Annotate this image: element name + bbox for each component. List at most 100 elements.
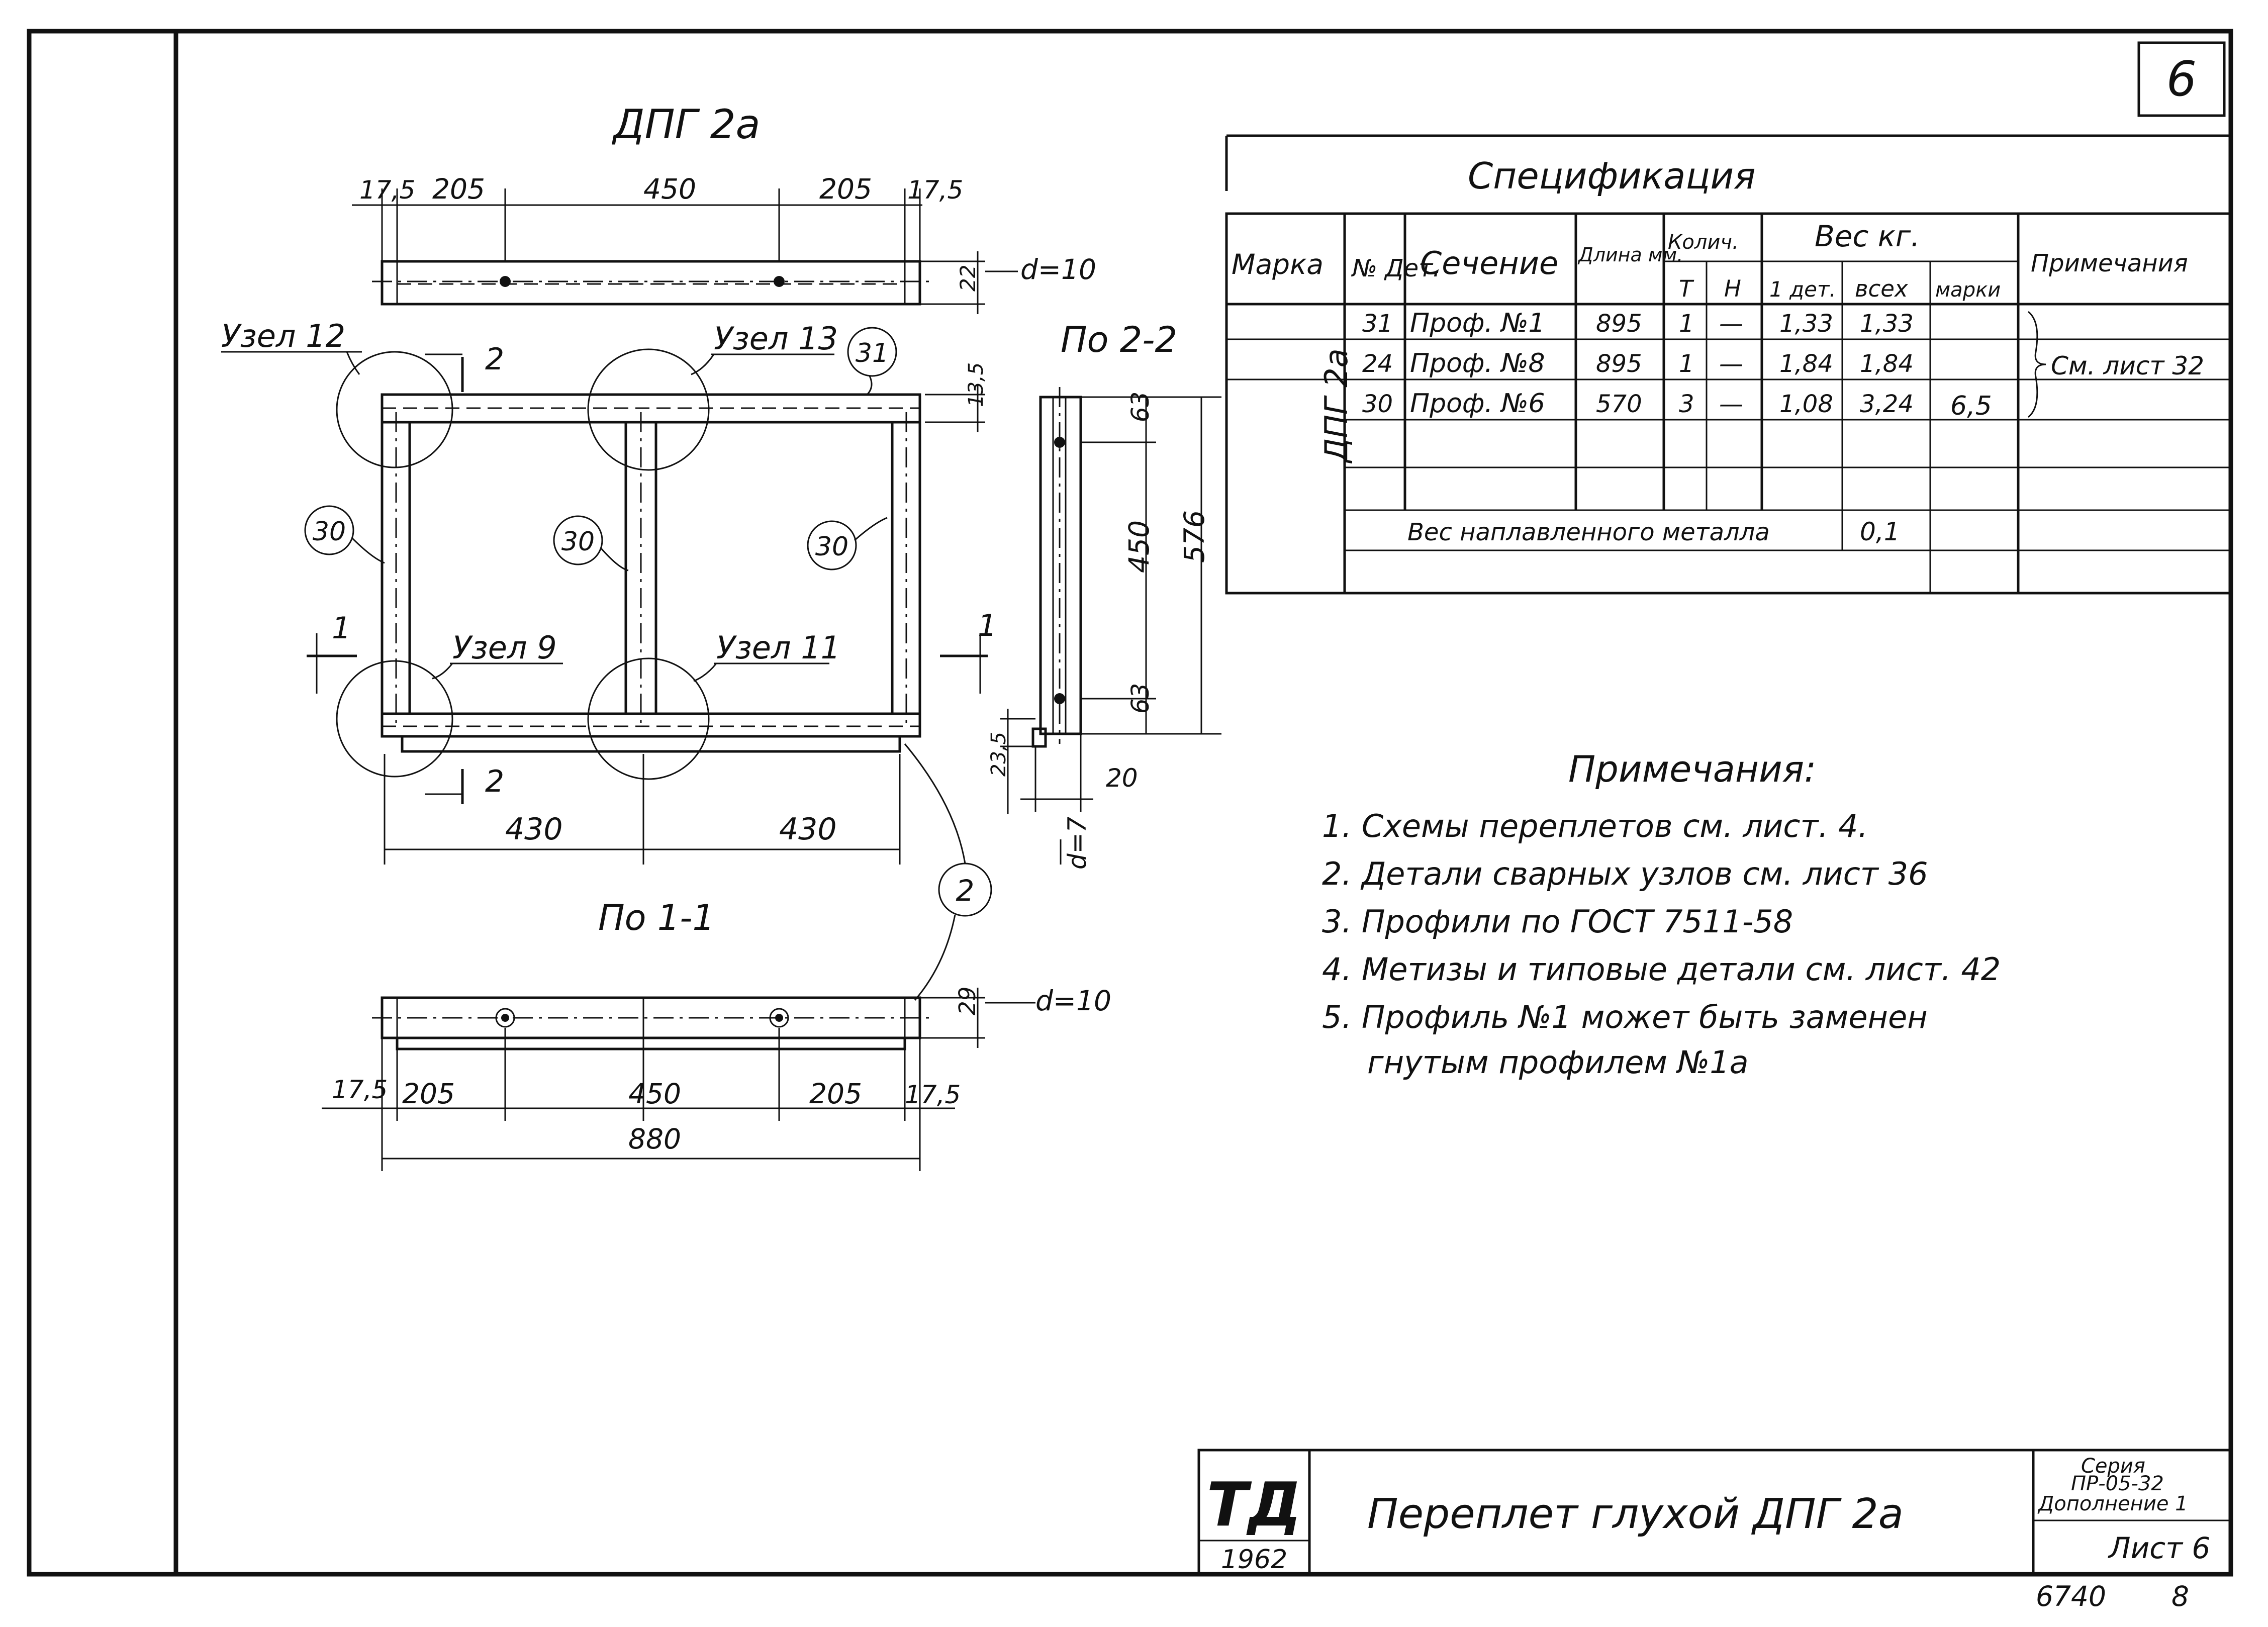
note-5: 5. Профиль №1 может быть заменен <box>1322 999 1928 1035</box>
under-block-number: 6740 <box>2036 1580 2106 1612</box>
dim-430-left: 430 <box>505 812 563 847</box>
drawing-title: Переплет глухой ДПГ 2а <box>1367 1490 1904 1538</box>
part-marker-30-mid <box>553 515 603 565</box>
note-4: 4. Метизы и типовые детали см. лист. 42 <box>1322 951 2001 988</box>
dim-bottom-1: 17,5 <box>332 1075 388 1104</box>
spec-weld-value: 0,1 <box>1860 517 1900 546</box>
spec-h-wmark: марки <box>1935 278 2001 302</box>
dim-top-3: 450 <box>643 173 696 205</box>
section-2-2-profile <box>1039 396 1082 735</box>
note-5-cont: гнутым профилем №1а <box>1367 1044 1749 1081</box>
d10-label-bottom: d=10 <box>1035 985 1111 1017</box>
dim-top-5: 17,5 <box>907 175 963 205</box>
bottom-drip-profile <box>401 735 901 753</box>
dim-top-1: 17,5 <box>359 175 415 205</box>
cut-1-left: 1 <box>332 611 351 646</box>
dim-top-2: 205 <box>432 173 485 205</box>
spec-r3-det: 30 <box>1362 390 1393 418</box>
section-1-1-title: По 1-1 <box>598 897 715 938</box>
dim-63-top: 63 <box>1126 392 1155 422</box>
spec-r1-wall: 1,33 <box>1860 310 1914 338</box>
spec-r1-w1: 1,33 <box>1779 310 1833 338</box>
spec-r1-det: 31 <box>1362 310 1393 338</box>
dim-63-bottom: 63 <box>1126 683 1155 714</box>
dim-bottom-2: 205 <box>402 1078 455 1110</box>
part-30-mid-text: 30 <box>561 527 595 557</box>
spec-r1-n: — <box>1719 310 1743 338</box>
spec-r3-t: 3 <box>1679 390 1694 418</box>
spec-r2-t: 1 <box>1679 350 1694 378</box>
note-3: 3. Профили по ГОСТ 7511-58 <box>1322 903 1793 940</box>
title-block <box>1197 1449 2232 1576</box>
node-label-11: Узел 11 <box>716 629 840 666</box>
spec-r2-wall: 1,84 <box>1860 350 1914 378</box>
spec-h-wall: всех <box>1855 275 1908 302</box>
node-label-9: Узел 9 <box>452 629 557 666</box>
spec-r1-t: 1 <box>1679 310 1694 338</box>
d7-label: d=7 <box>1063 816 1092 870</box>
spec-h-length: Длина мм. <box>1577 244 1683 266</box>
spec-h-t: Т <box>1679 275 1694 302</box>
part-30-right-text: 30 <box>815 532 848 562</box>
node-label-12: Узел 12 <box>221 318 345 354</box>
cut-2-top: 2 <box>485 342 504 377</box>
note-2: 2. Детали сварных узлов см. лист 36 <box>1322 855 1928 892</box>
spec-h-marka: Марка <box>1232 248 1324 280</box>
node-circle-12 <box>336 351 453 468</box>
spec-r2-det: 24 <box>1362 350 1393 378</box>
spec-r3-length: 570 <box>1596 390 1642 418</box>
top-profile-bar <box>381 260 921 306</box>
note-1: 1. Схемы переплетов см. лист. 4. <box>1322 808 1868 844</box>
series-line-1: Серия <box>2081 1455 2145 1478</box>
corner-number: 6 <box>2166 52 2197 107</box>
spec-h-w1: 1 дет. <box>1769 277 1836 302</box>
dim-23-5: 23,5 <box>987 732 1010 777</box>
spec-weld-label: Вес наплавленного металла <box>1407 518 1770 546</box>
spec-r3-w1: 1,08 <box>1779 390 1833 418</box>
dim-bottom-5: 17,5 <box>905 1080 961 1109</box>
cut-1-right: 1 <box>978 608 997 643</box>
dim-bottom-3: 450 <box>628 1078 681 1110</box>
part-marker-31 <box>847 327 897 377</box>
spec-h-notes: Примечания <box>2031 249 2188 277</box>
spec-mark: ДПГ 2а <box>1318 348 1355 464</box>
part-30-left-text: 30 <box>313 517 346 547</box>
outer-frame <box>27 29 2233 1577</box>
dim-total-880: 880 <box>628 1123 681 1155</box>
notes-title: Примечания: <box>1568 748 1816 790</box>
dim-13-5: 13,5 <box>965 362 988 407</box>
spec-r2-length: 895 <box>1596 350 1642 378</box>
under-block-page: 8 <box>2171 1580 2189 1612</box>
node-circle-9 <box>336 660 453 778</box>
spec-h-section: Сечение <box>1420 245 1558 281</box>
spec-r1-section: Проф. №1 <box>1410 308 1545 338</box>
title-year: 1962 <box>1221 1545 1287 1575</box>
frame-outline <box>381 393 921 738</box>
spec-h-n: Н <box>1724 275 1741 302</box>
spec-title: Спецификация <box>1468 155 1756 197</box>
dim-top-4: 205 <box>819 173 872 205</box>
view-title-dpg: ДПГ 2а <box>612 101 761 148</box>
spec-h-det: № Дет. <box>1351 254 1440 282</box>
series-line-3: Дополнение 1 <box>2037 1492 2188 1515</box>
node-label-13: Узел 13 <box>714 320 838 357</box>
spec-r2-n: — <box>1719 350 1743 378</box>
node-circle-13 <box>587 348 710 471</box>
dim-20: 20 <box>1106 763 1138 793</box>
spec-note: См. лист 32 <box>2051 351 2204 380</box>
bolt-hole <box>500 276 511 287</box>
node-circle-11 <box>587 657 710 780</box>
spec-h-qty: Колич. <box>1668 231 1739 254</box>
spec-r3-section: Проф. №6 <box>1410 389 1545 419</box>
cut-2-bottom: 2 <box>485 764 504 799</box>
dim-430-right: 430 <box>779 812 837 847</box>
dim-22: 22 <box>956 265 980 292</box>
spec-r2-w1: 1,84 <box>1779 350 1833 378</box>
part-31-text: 31 <box>856 338 889 368</box>
part-marker-30-right <box>807 520 857 570</box>
dim-bottom-4: 205 <box>809 1078 862 1110</box>
td-logo: ТД <box>1207 1470 1302 1540</box>
dim-576: 576 <box>1178 510 1210 563</box>
corner-number-box <box>2137 41 2226 117</box>
part-marker-30-left <box>304 505 354 555</box>
